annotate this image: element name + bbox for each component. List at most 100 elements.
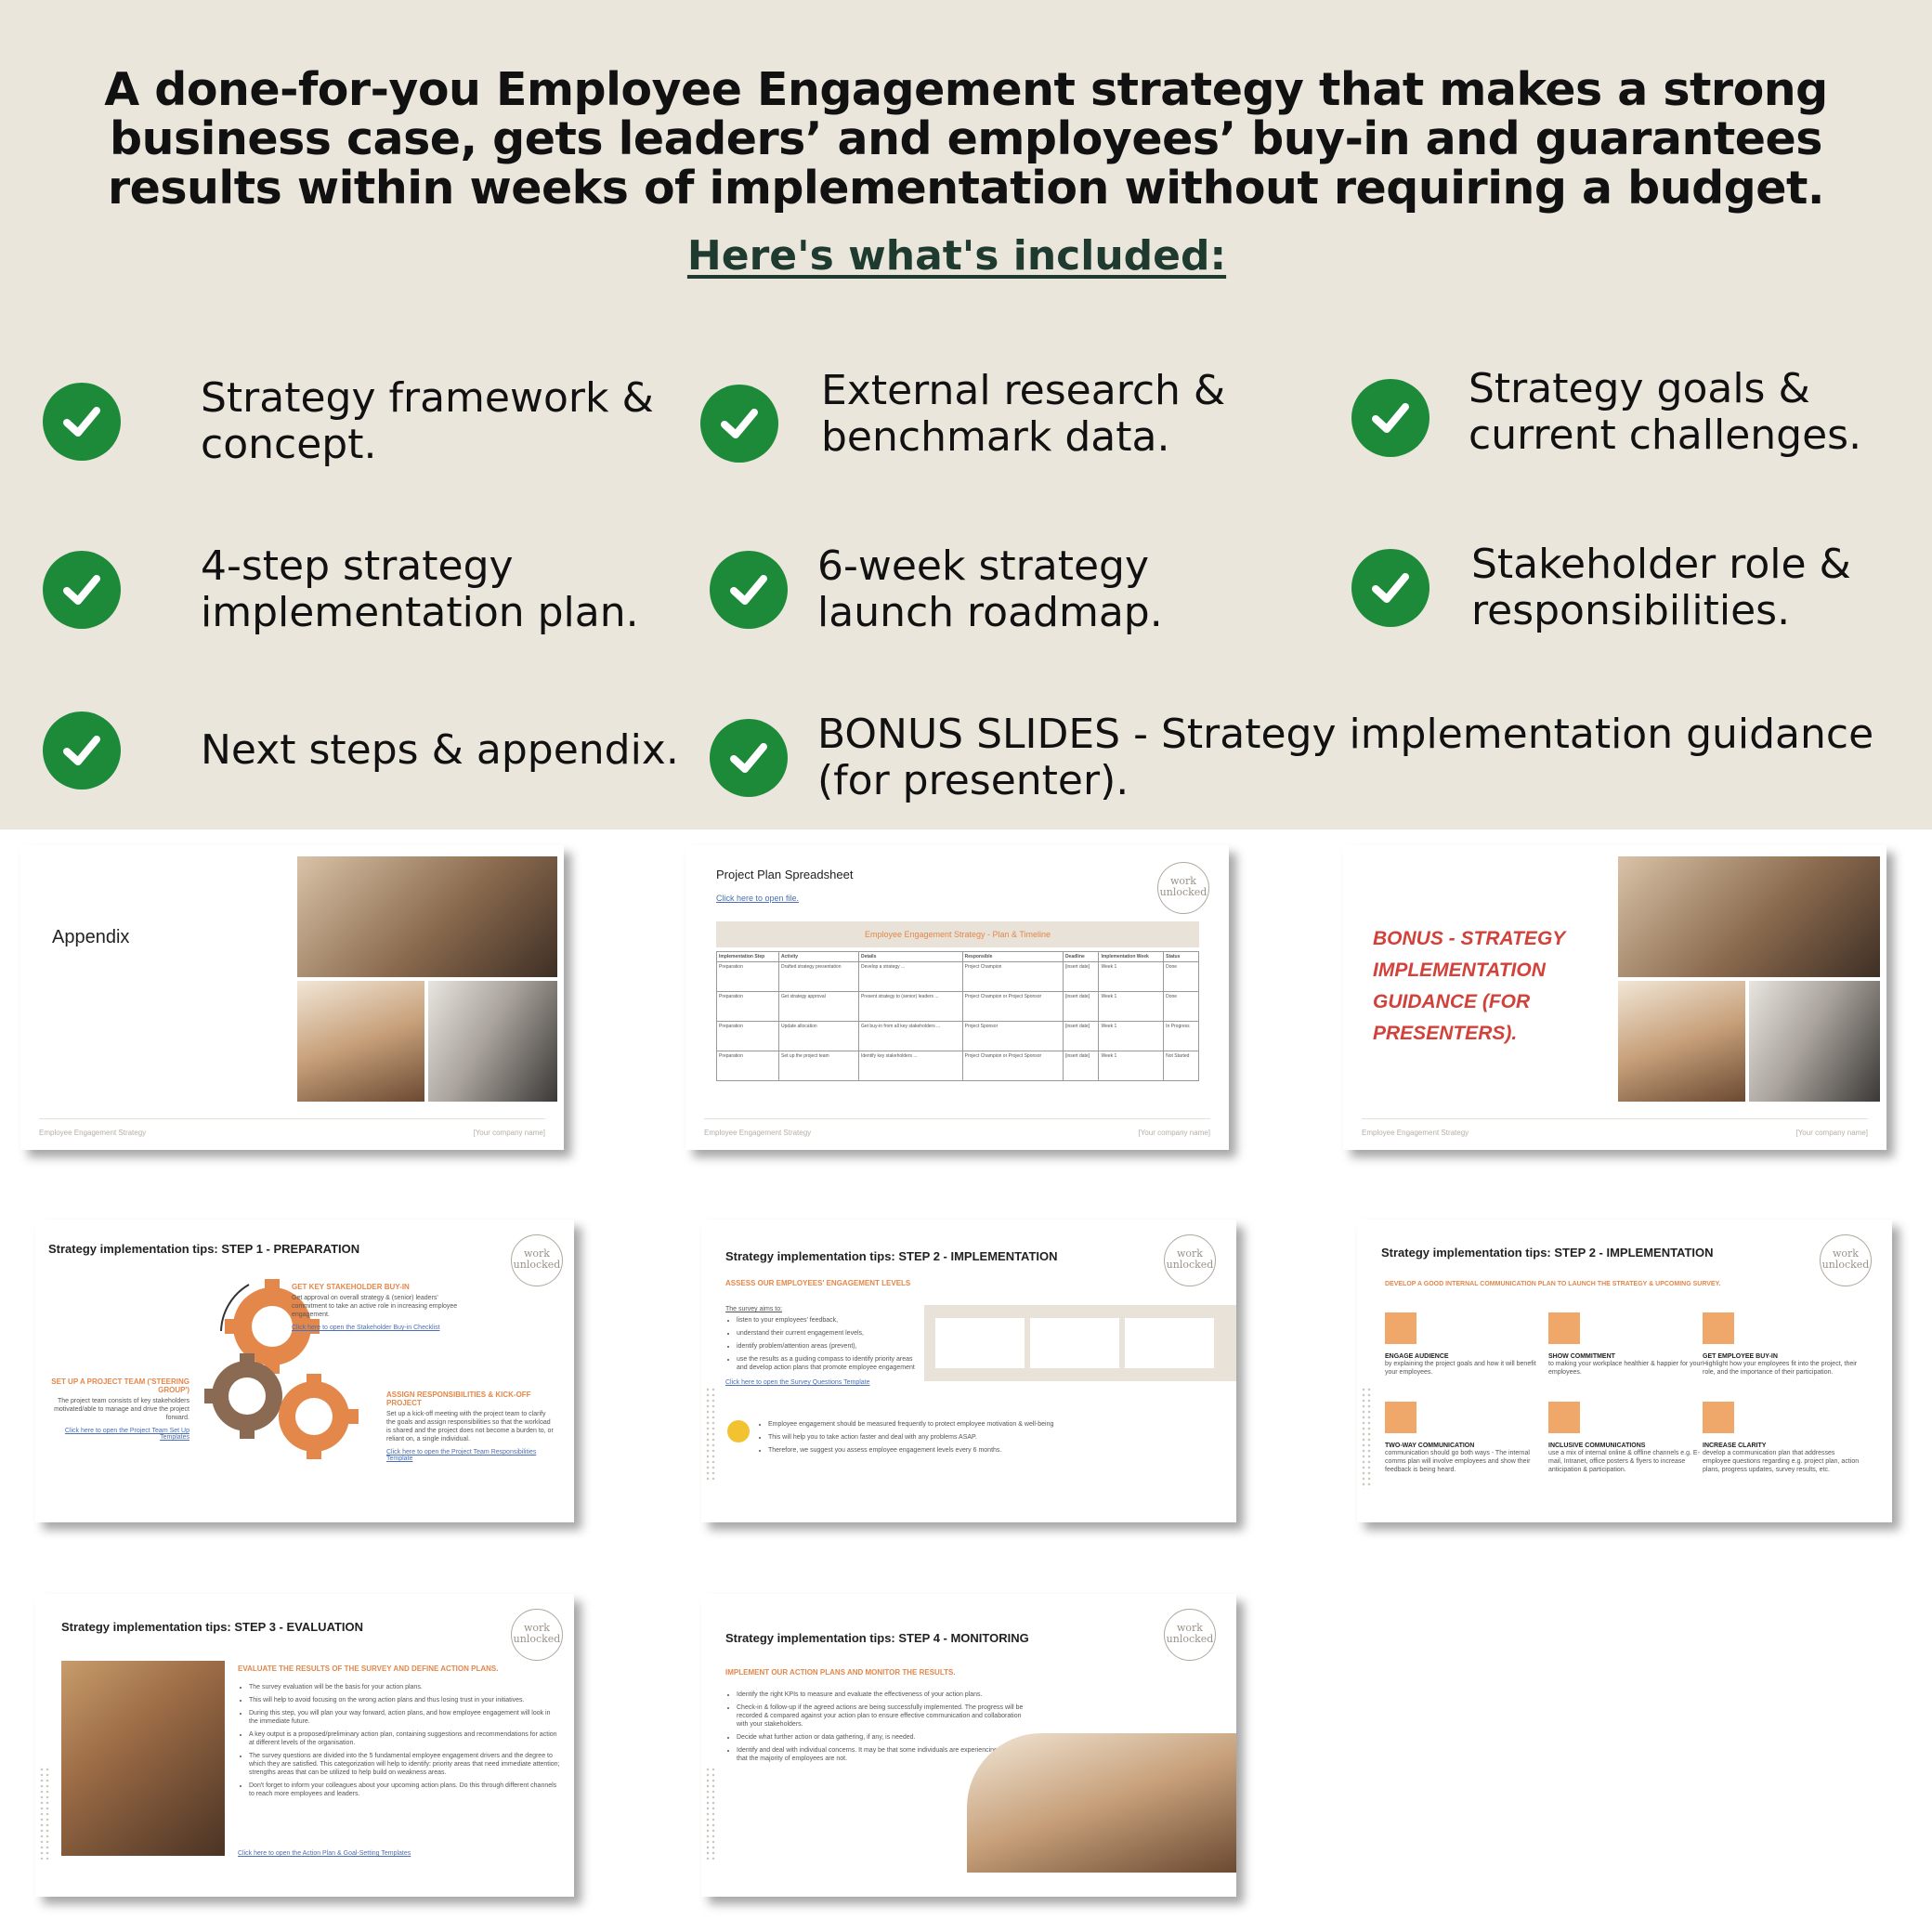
comms-heading: INCLUSIVE COMMUNICATIONS [1548, 1442, 1646, 1449]
feature-label: Next steps & appendix. [201, 726, 679, 774]
team-photo [297, 856, 557, 977]
section-heading: DEVELOP A GOOD INTERNAL COMMUNICATION PL… [1385, 1281, 1721, 1287]
checkmark-icon [1351, 549, 1429, 627]
comms-icon [1703, 1402, 1734, 1433]
open-file-link[interactable]: Click here to open file. [716, 894, 800, 903]
checkmark-icon [43, 551, 121, 629]
table-header-cell: Implementation Step [715, 951, 780, 962]
block-text: Get approval on overall strategy & (seni… [292, 1295, 458, 1318]
block-heading: GET KEY STAKEHOLDER BUY-IN [292, 1283, 410, 1291]
table-cell: Project Champion or Project Sponsor [961, 1051, 1064, 1081]
aims-label: The survey aims to: [725, 1306, 783, 1312]
comms-icon [1385, 1402, 1416, 1433]
dot-pattern [39, 1767, 50, 1860]
list-item: During this step, you will plan your way… [249, 1709, 561, 1726]
slide-footer: Employee Engagement Strategy [Your compa… [1362, 1118, 1868, 1137]
list-item: understand their current engagement leve… [737, 1329, 922, 1338]
comms-text: develop a communication plan that addres… [1703, 1450, 1860, 1473]
list-item: A key output is a proposed/preliminary a… [249, 1730, 561, 1747]
survey-preview-card [1030, 1318, 1119, 1368]
checkmark-icon [43, 711, 121, 790]
slide-step4: Strategy implementation tips: STEP 4 - M… [701, 1594, 1236, 1897]
table-cell: Week 1 [1098, 1051, 1165, 1081]
list-item: Therefore, we suggest you assess employe… [768, 1446, 1140, 1455]
checkmark-icon [710, 719, 788, 797]
footer-left: Employee Engagement Strategy [39, 1129, 147, 1137]
stakeholder-checklist-link[interactable]: Click here to open the Stakeholder Buy-i… [292, 1325, 440, 1331]
feature-item: 6-week strategy launch roadmap. [710, 543, 1163, 636]
table-cell: Done [1163, 961, 1199, 992]
block-text: The project team consists of key stakeho… [54, 1398, 189, 1421]
table-cell: Preparation [715, 1021, 780, 1051]
action-plan-link[interactable]: Click here to open the Action Plan & Goa… [238, 1850, 411, 1857]
comms-heading: TWO-WAY COMMUNICATION [1385, 1442, 1475, 1449]
laptop-photo [428, 981, 557, 1102]
list-item: Decide what further action or data gathe… [737, 1733, 1034, 1742]
slide-footer: Employee Engagement Strategy [Your compa… [39, 1118, 545, 1137]
comms-text: to making your workplace healthier & hap… [1548, 1361, 1703, 1376]
table-cell: Identify key stakeholders ... [857, 1051, 963, 1081]
team-setup-link[interactable]: Click here to open the Project Team Set … [64, 1428, 189, 1441]
table-cell: Project Champion or Project Sponsor [961, 991, 1064, 1022]
responsibilities-link[interactable]: Click here to open the Project Team Resp… [386, 1449, 537, 1462]
project-team-block: SET UP A PROJECT TEAM ('STEERING GROUP')… [50, 1377, 189, 1441]
comms-text: use a mix of internal online & offline c… [1548, 1450, 1700, 1473]
table-cell: Week 1 [1098, 1021, 1165, 1051]
table-cell: Preparation [715, 991, 780, 1022]
table-header-cell: Responsible [961, 951, 1064, 962]
lightbulb-icon [727, 1420, 750, 1442]
feature-item: Next steps & appendix. [43, 711, 679, 790]
feature-label: 4-step strategy implementation plan. [201, 542, 639, 636]
slide-title: BONUS - STRATEGY IMPLEMENTATION GUIDANCE… [1373, 928, 1565, 1044]
table-cell: Week 1 [1098, 991, 1165, 1022]
feature-item: Stakeholder role & responsibilities. [1351, 542, 1851, 634]
slide-step3: Strategy implementation tips: STEP 3 - E… [35, 1594, 574, 1897]
man-smiling-photo [1618, 981, 1745, 1102]
table-header-cell: Implementation Week [1098, 951, 1165, 962]
comms-icon [1548, 1312, 1580, 1344]
comms-icon [1548, 1402, 1580, 1433]
dot-pattern [1361, 1387, 1372, 1489]
list-item: listen to your employees' feedback, [737, 1316, 922, 1325]
feature-item: BONUS SLIDES - Strategy implementation g… [710, 711, 1873, 804]
slide-title: Strategy implementation tips: STEP 3 - E… [61, 1620, 364, 1634]
gears-illustration [204, 1279, 359, 1459]
checkmark-icon [1351, 379, 1429, 457]
survey-preview-card [1125, 1318, 1214, 1368]
feature-label: External research & benchmark data. [821, 367, 1226, 461]
work-unlocked-logo: work unlocked [1164, 1609, 1216, 1661]
slide-title: Strategy implementation tips: STEP 1 - P… [48, 1242, 360, 1256]
list-item: Check-in & follow-up if the agreed actio… [737, 1704, 1034, 1729]
table-cell: Get strategy approval [778, 991, 859, 1022]
list-item: Don't forget to inform your colleagues a… [249, 1782, 561, 1798]
table-cell: Preparation [715, 961, 780, 992]
slide-project-plan: Project Plan Spreadsheet Click here to o… [685, 845, 1229, 1150]
table-cell: [insert date] [1062, 961, 1100, 992]
comms-text: communication should go both ways - The … [1385, 1450, 1531, 1473]
table-cell: Done [1163, 991, 1199, 1022]
comms-heading: ENGAGE AUDIENCE [1385, 1353, 1449, 1360]
table-header-cell: Deadline [1062, 951, 1100, 962]
comms-icon [1703, 1312, 1734, 1344]
man-smiling-photo [297, 981, 424, 1102]
comms-heading: SHOW COMMITMENT [1548, 1353, 1615, 1360]
slide-step2-survey: Strategy implementation tips: STEP 2 - I… [701, 1220, 1236, 1522]
slide-footer: Employee Engagement Strategy [Your compa… [704, 1118, 1210, 1137]
comms-heading: INCREASE CLARITY [1703, 1442, 1767, 1449]
table-cell: [insert date] [1062, 1021, 1100, 1051]
work-unlocked-logo: work unlocked [1820, 1234, 1872, 1286]
comms-text: by explaining the project goals and how … [1385, 1361, 1536, 1376]
table-cell: Week 1 [1098, 961, 1165, 992]
feature-label: 6-week strategy launch roadmap. [817, 542, 1163, 636]
survey-template-link[interactable]: Click here to open the Survey Questions … [725, 1379, 870, 1386]
slide-title: Appendix [52, 927, 130, 947]
list-item: use the results as a guiding compass to … [737, 1355, 922, 1372]
slide-step1: Strategy implementation tips: STEP 1 - P… [35, 1220, 574, 1522]
table-cell: Project Champion [961, 961, 1064, 992]
